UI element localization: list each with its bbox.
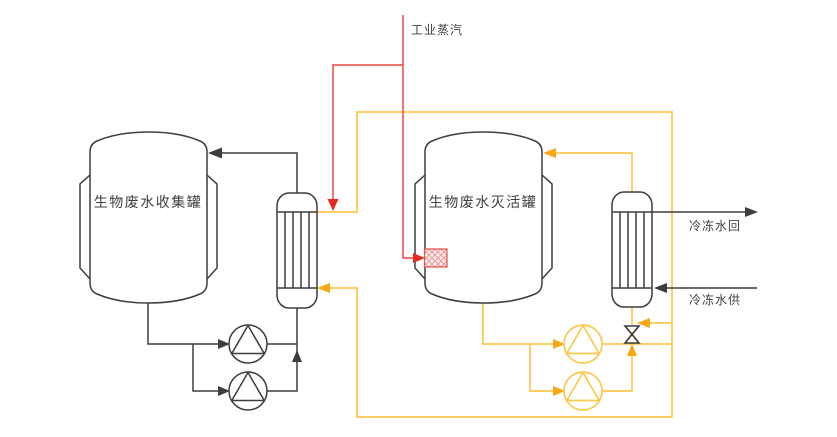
- process-pipes: [317, 111, 673, 418]
- chilled-water-return-label: 冷冻水回: [689, 219, 742, 233]
- pipe-tank1-pump2-branch: [192, 344, 221, 392]
- pipe-process-main-loop: [317, 111, 673, 418]
- pipe-pump4-discharge: [602, 346, 633, 392]
- pipe-hx2-to-tank2: [551, 152, 633, 192]
- tank1-jacket-left: [79, 174, 91, 280]
- arrow-into-hx1-bottom: [317, 283, 330, 293]
- arrow-into-pump2: [218, 386, 230, 396]
- tank1-jacket-right: [206, 174, 218, 280]
- pipe-hx1-to-tank1: [216, 152, 298, 193]
- inactivation-tank: [414, 131, 553, 304]
- black-arrows: [208, 147, 758, 396]
- tank2-shell: [424, 131, 543, 304]
- black-linework: [79, 131, 757, 411]
- arrow-up-into-valve: [627, 344, 637, 356]
- arrow-into-pump4: [553, 386, 565, 396]
- arrow-into-valve-side: [637, 318, 650, 328]
- steam-arrows: [327, 199, 425, 263]
- pump-2: [228, 371, 268, 411]
- pipe-tank2-outlet: [482, 301, 556, 345]
- arrow-chilled-supply-in: [654, 283, 667, 293]
- process-pumps: [563, 323, 603, 411]
- heat-exchanger-left: [276, 192, 318, 309]
- pump-4: [563, 370, 603, 411]
- pump-3: [563, 323, 603, 364]
- tank2-jacket-left: [414, 174, 426, 280]
- pipe-tank2-pump2-branch: [529, 344, 556, 392]
- heat-exchanger-right: [611, 191, 653, 308]
- process-arrows: [317, 148, 650, 396]
- arrow-chilled-return-out: [745, 207, 758, 217]
- arrow-into-tank1-top: [208, 147, 222, 159]
- arrow-up-into-hx1: [292, 350, 302, 362]
- arrow-into-tank2-top: [543, 148, 556, 158]
- tank1-label: 生物废水收集罐: [93, 195, 203, 211]
- arrow-steam-into-tank2: [413, 253, 425, 263]
- pipe-steam-main: [402, 15, 416, 259]
- steam-line-label: 工业蒸汽: [411, 23, 464, 37]
- arrow-into-pump3: [553, 339, 565, 349]
- pipe-tank1-outlet: [147, 303, 221, 345]
- pump-1: [228, 324, 268, 364]
- valve-icon: [623, 325, 641, 344]
- tank1-shell: [89, 131, 208, 304]
- steam-pipes: [332, 15, 416, 259]
- steam-sparger: [423, 248, 448, 268]
- tank2-jacket-right: [541, 174, 553, 280]
- tank2-label: 生物废水灭活罐: [428, 195, 538, 211]
- chilled-water-supply-label: 冷冻水供: [689, 293, 742, 307]
- arrow-steam-into-hx1: [327, 199, 339, 211]
- collection-tank: [79, 131, 218, 304]
- pipe-pump2-discharge: [267, 308, 298, 392]
- arrow-into-pump1: [218, 339, 230, 349]
- pipe-steam-branch-hx1: [332, 64, 403, 201]
